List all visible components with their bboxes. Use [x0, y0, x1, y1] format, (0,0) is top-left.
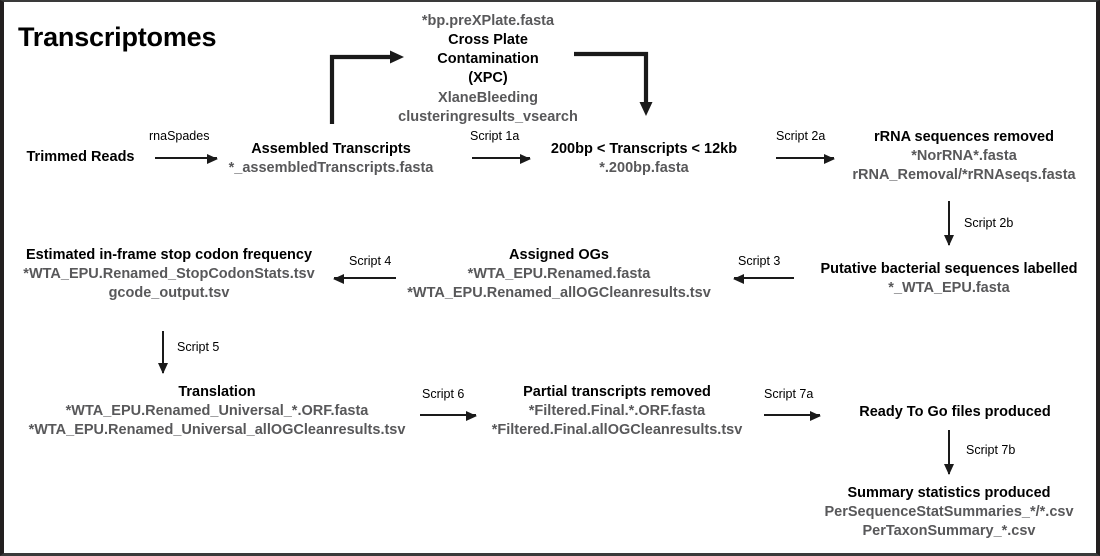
node-file-rrna-removal: rRNA_Removal/*rRNAseqs.fasta — [852, 167, 1076, 184]
node-file-wta-epu: *_WTA_EPU.fasta — [888, 280, 1010, 297]
arrow-rnaspades — [155, 153, 218, 164]
node-file-norrna: *NorRNA*.fasta — [911, 148, 1017, 165]
edge-label-script7b: Script 7b — [966, 443, 1016, 457]
arrow-script2a — [776, 153, 835, 164]
edge-label-script2b: Script 2b — [964, 216, 1014, 230]
node-title-translation: Translation — [178, 384, 256, 400]
arrow-script5 — [157, 331, 168, 374]
node-bacterial-labelled: Putative bacterial sequences labelled *_… — [804, 260, 1094, 298]
node-file-gcode-output: gcode_output.tsv — [108, 285, 230, 302]
node-file-bp-prexplate: *bp.preXPlate.fasta — [421, 13, 555, 29]
arrow-script1a — [472, 153, 531, 164]
node-rrna-removed: rRNA sequences removed *NorRNA*.fasta rR… — [834, 128, 1094, 185]
edge-label-rnaspades: rnaSpades — [149, 129, 210, 143]
edge-label-script1a: Script 1a — [470, 129, 520, 143]
elbow-arrow-to-xpc — [329, 50, 404, 124]
node-title-size-filtered: 200bp < Transcripts < 12kb — [550, 141, 738, 157]
node-file-renamed-fasta: *WTA_EPU.Renamed.fasta — [467, 266, 651, 283]
arrow-script3 — [733, 273, 794, 284]
page-title: Transcriptomes — [18, 22, 217, 52]
arrow-script7b — [943, 430, 954, 475]
arrow-script7a — [764, 410, 821, 421]
node-title-cross-plate-1: Cross Plate — [448, 32, 528, 49]
node-file-stopcodonstats: *WTA_EPU.Renamed_StopCodonStats.tsv — [23, 266, 315, 283]
edge-label-script7a: Script 7a — [764, 387, 814, 401]
node-summary-statistics: Summary statistics produced PerSequenceS… — [804, 484, 1094, 541]
node-file-xlanebleeding: XlaneBleeding — [438, 89, 538, 106]
node-title-partial-removed: Partial transcripts removed — [523, 384, 711, 400]
node-size-filtered-transcripts: 200bp < Transcripts < 12kb *.200bp.fasta — [532, 140, 756, 178]
node-partial-transcripts-removed: Partial transcripts removed *Filtered.Fi… — [472, 383, 762, 440]
node-title-trimmed-reads: Trimmed Reads — [26, 149, 135, 165]
node-file-filtered-final-orf: *Filtered.Final.*.ORF.fasta — [528, 403, 706, 420]
node-file-pertaxonsummary: PerTaxonSummary_*.csv — [862, 523, 1036, 540]
node-file-persequencestat: PerSequenceStatSummaries_*/*.csv — [824, 504, 1074, 521]
edge-label-script4: Script 4 — [349, 254, 392, 268]
node-file-universal-orf: *WTA_EPU.Renamed_Universal_*.ORF.fasta — [65, 403, 369, 420]
node-cross-plate-contamination: *bp.preXPlate.fasta Cross Plate Contamin… — [388, 12, 588, 127]
node-title-stop-codon: Estimated in-frame stop codon frequency — [25, 247, 313, 263]
elbow-arrow-from-xpc — [574, 51, 653, 116]
node-title-cross-plate-3: (XPC) — [468, 70, 508, 87]
node-trimmed-reads: Trimmed Reads — [8, 148, 153, 167]
node-translation: Translation *WTA_EPU.Renamed_Universal_*… — [8, 383, 426, 440]
edge-label-script6: Script 6 — [422, 387, 465, 401]
node-title-bacterial-labelled: Putative bacterial sequences labelled — [820, 261, 1078, 277]
arrow-script6 — [420, 410, 477, 421]
edge-label-script2a: Script 2a — [776, 129, 826, 143]
node-file-universal-allog: *WTA_EPU.Renamed_Universal_allOGCleanres… — [28, 422, 406, 439]
node-file-assembled-transcripts: *_assembledTranscripts.fasta — [228, 160, 434, 177]
node-title-summary-statistics: Summary statistics produced — [847, 485, 1051, 501]
node-assembled-transcripts: Assembled Transcripts *_assembledTranscr… — [214, 140, 448, 178]
node-stop-codon-frequency: Estimated in-frame stop codon frequency … — [8, 246, 330, 303]
node-file-renamed-allog: *WTA_EPU.Renamed_allOGCleanresults.tsv — [407, 285, 711, 302]
node-title-assigned-ogs: Assigned OGs — [509, 247, 609, 263]
node-file-clusteringresults: clusteringresults_vsearch — [398, 108, 578, 125]
node-assigned-ogs: Assigned OGs *WTA_EPU.Renamed.fasta *WTA… — [394, 246, 724, 303]
edge-label-script3: Script 3 — [738, 254, 781, 268]
arrow-script2b — [943, 201, 954, 246]
edge-label-script5: Script 5 — [177, 340, 220, 354]
arrow-script4 — [333, 273, 396, 284]
node-file-filtered-final-allog: *Filtered.Final.allOGCleanresults.tsv — [491, 422, 743, 439]
node-title-assembled-transcripts: Assembled Transcripts — [251, 141, 411, 157]
node-title-ready-to-go: Ready To Go files produced — [859, 404, 1051, 420]
node-file-size-filtered: *.200bp.fasta — [599, 160, 689, 177]
node-ready-to-go: Ready To Go files produced — [824, 403, 1086, 422]
node-title-rrna-removed: rRNA sequences removed — [874, 129, 1054, 145]
node-title-cross-plate-2: Contamination — [437, 51, 539, 68]
